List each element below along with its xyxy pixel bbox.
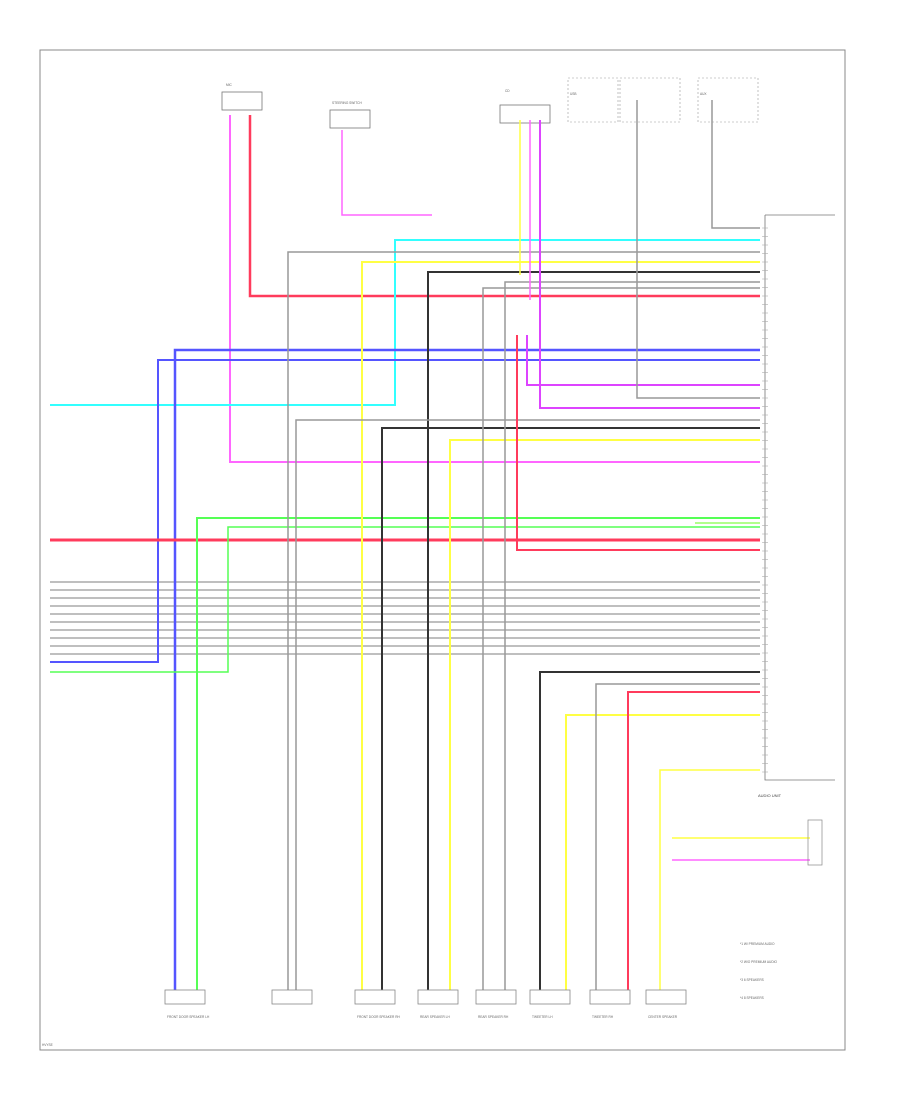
right-speaker-connector	[807, 819, 823, 866]
bottom-component-1	[271, 989, 313, 1005]
wire-red-mid	[516, 335, 760, 551]
legend: *1 W/ PREMIUM AUDIO *2 W/O PREMIUM AUDIO *…	[740, 942, 778, 1000]
head-unit: AUDIO UNIT	[758, 214, 835, 798]
wire-green	[196, 517, 760, 990]
legend-item-1: *2 W/O PREMIUM AUDIO	[740, 960, 778, 964]
top-component-cd: CD	[499, 89, 551, 124]
bottom-component-label-7: CENTER SPEAKER	[648, 1015, 678, 1019]
wire-pink-mic	[229, 115, 760, 463]
bottom-component-7	[645, 989, 687, 1005]
top-component-steering: STEERING SWITCH	[329, 101, 371, 129]
wire-cyan	[50, 239, 760, 406]
head-unit-label: AUDIO UNIT	[758, 793, 782, 798]
wire-layer	[50, 100, 810, 990]
wire-blue-2	[50, 359, 760, 663]
legend-item-0: *1 W/ PREMIUM AUDIO	[740, 942, 775, 946]
bottom-component-2	[354, 989, 396, 1005]
bottom-component-5	[529, 989, 571, 1005]
bottom-components: FRONT DOOR SPEAKER LH FRONT DOOR SPEAKER …	[164, 989, 687, 1019]
wire-yellow-3	[565, 714, 760, 990]
top-component-mic: MIC	[221, 83, 263, 111]
wire-grey-aux	[711, 100, 760, 229]
bottom-component-label-6: TWEETER RH	[592, 1015, 614, 1019]
wire-pink-steer	[341, 130, 432, 216]
wire-grey-5	[504, 281, 760, 990]
top-component-aux-label: AUX	[700, 92, 707, 96]
wire-dark-2	[381, 427, 760, 990]
wire-magenta-2	[539, 120, 760, 409]
legend-item-3: *4 8 SPEAKERS	[740, 996, 764, 1000]
wire-blue	[173, 348, 760, 990]
top-component-usb: USB	[567, 77, 619, 123]
top-component-cd-label: CD	[505, 89, 510, 93]
wire-grey-usb	[636, 100, 760, 399]
bottom-component-6	[589, 989, 631, 1005]
pin-layer	[762, 227, 768, 773]
wire-dark-3	[539, 671, 760, 990]
wire-yellow-4	[659, 769, 760, 990]
bottom-component-3	[417, 989, 459, 1005]
diagram-frame	[39, 49, 846, 1051]
wire-grey-2	[295, 419, 760, 990]
wire-grey-4	[482, 287, 760, 990]
wire-magenta-1	[526, 335, 760, 386]
wire-grey-3	[595, 683, 760, 990]
wire-dark-1	[427, 271, 760, 990]
top-component-mic-label: MIC	[226, 83, 233, 87]
wire-yellow-1	[361, 261, 760, 990]
bottom-component-label-3: REAR SPEAKER LH	[420, 1015, 450, 1019]
bottom-component-4	[475, 989, 517, 1005]
wire-grey-1	[287, 251, 760, 990]
wire-yellow-2	[449, 439, 760, 990]
diagram-id: HVYSE	[42, 1043, 53, 1047]
wire-red-mic	[248, 115, 760, 298]
wire-red-rear	[627, 691, 760, 990]
top-component-usb-label: USB	[570, 92, 577, 96]
top-component-aux: AUX	[619, 77, 759, 123]
bottom-component-label-0: FRONT DOOR SPEAKER LH	[167, 1015, 210, 1019]
bottom-component-label-4: REAR SPEAKER RH	[478, 1015, 509, 1019]
wire-green-2	[50, 526, 760, 673]
bottom-component-label-5: TWEETER LH	[532, 1015, 553, 1019]
bottom-component-0	[164, 989, 206, 1005]
legend-item-2: *3 6 SPEAKERS	[740, 978, 764, 982]
bottom-component-label-2: FRONT DOOR SPEAKER RH	[357, 1015, 400, 1019]
top-component-steering-label: STEERING SWITCH	[332, 101, 362, 105]
